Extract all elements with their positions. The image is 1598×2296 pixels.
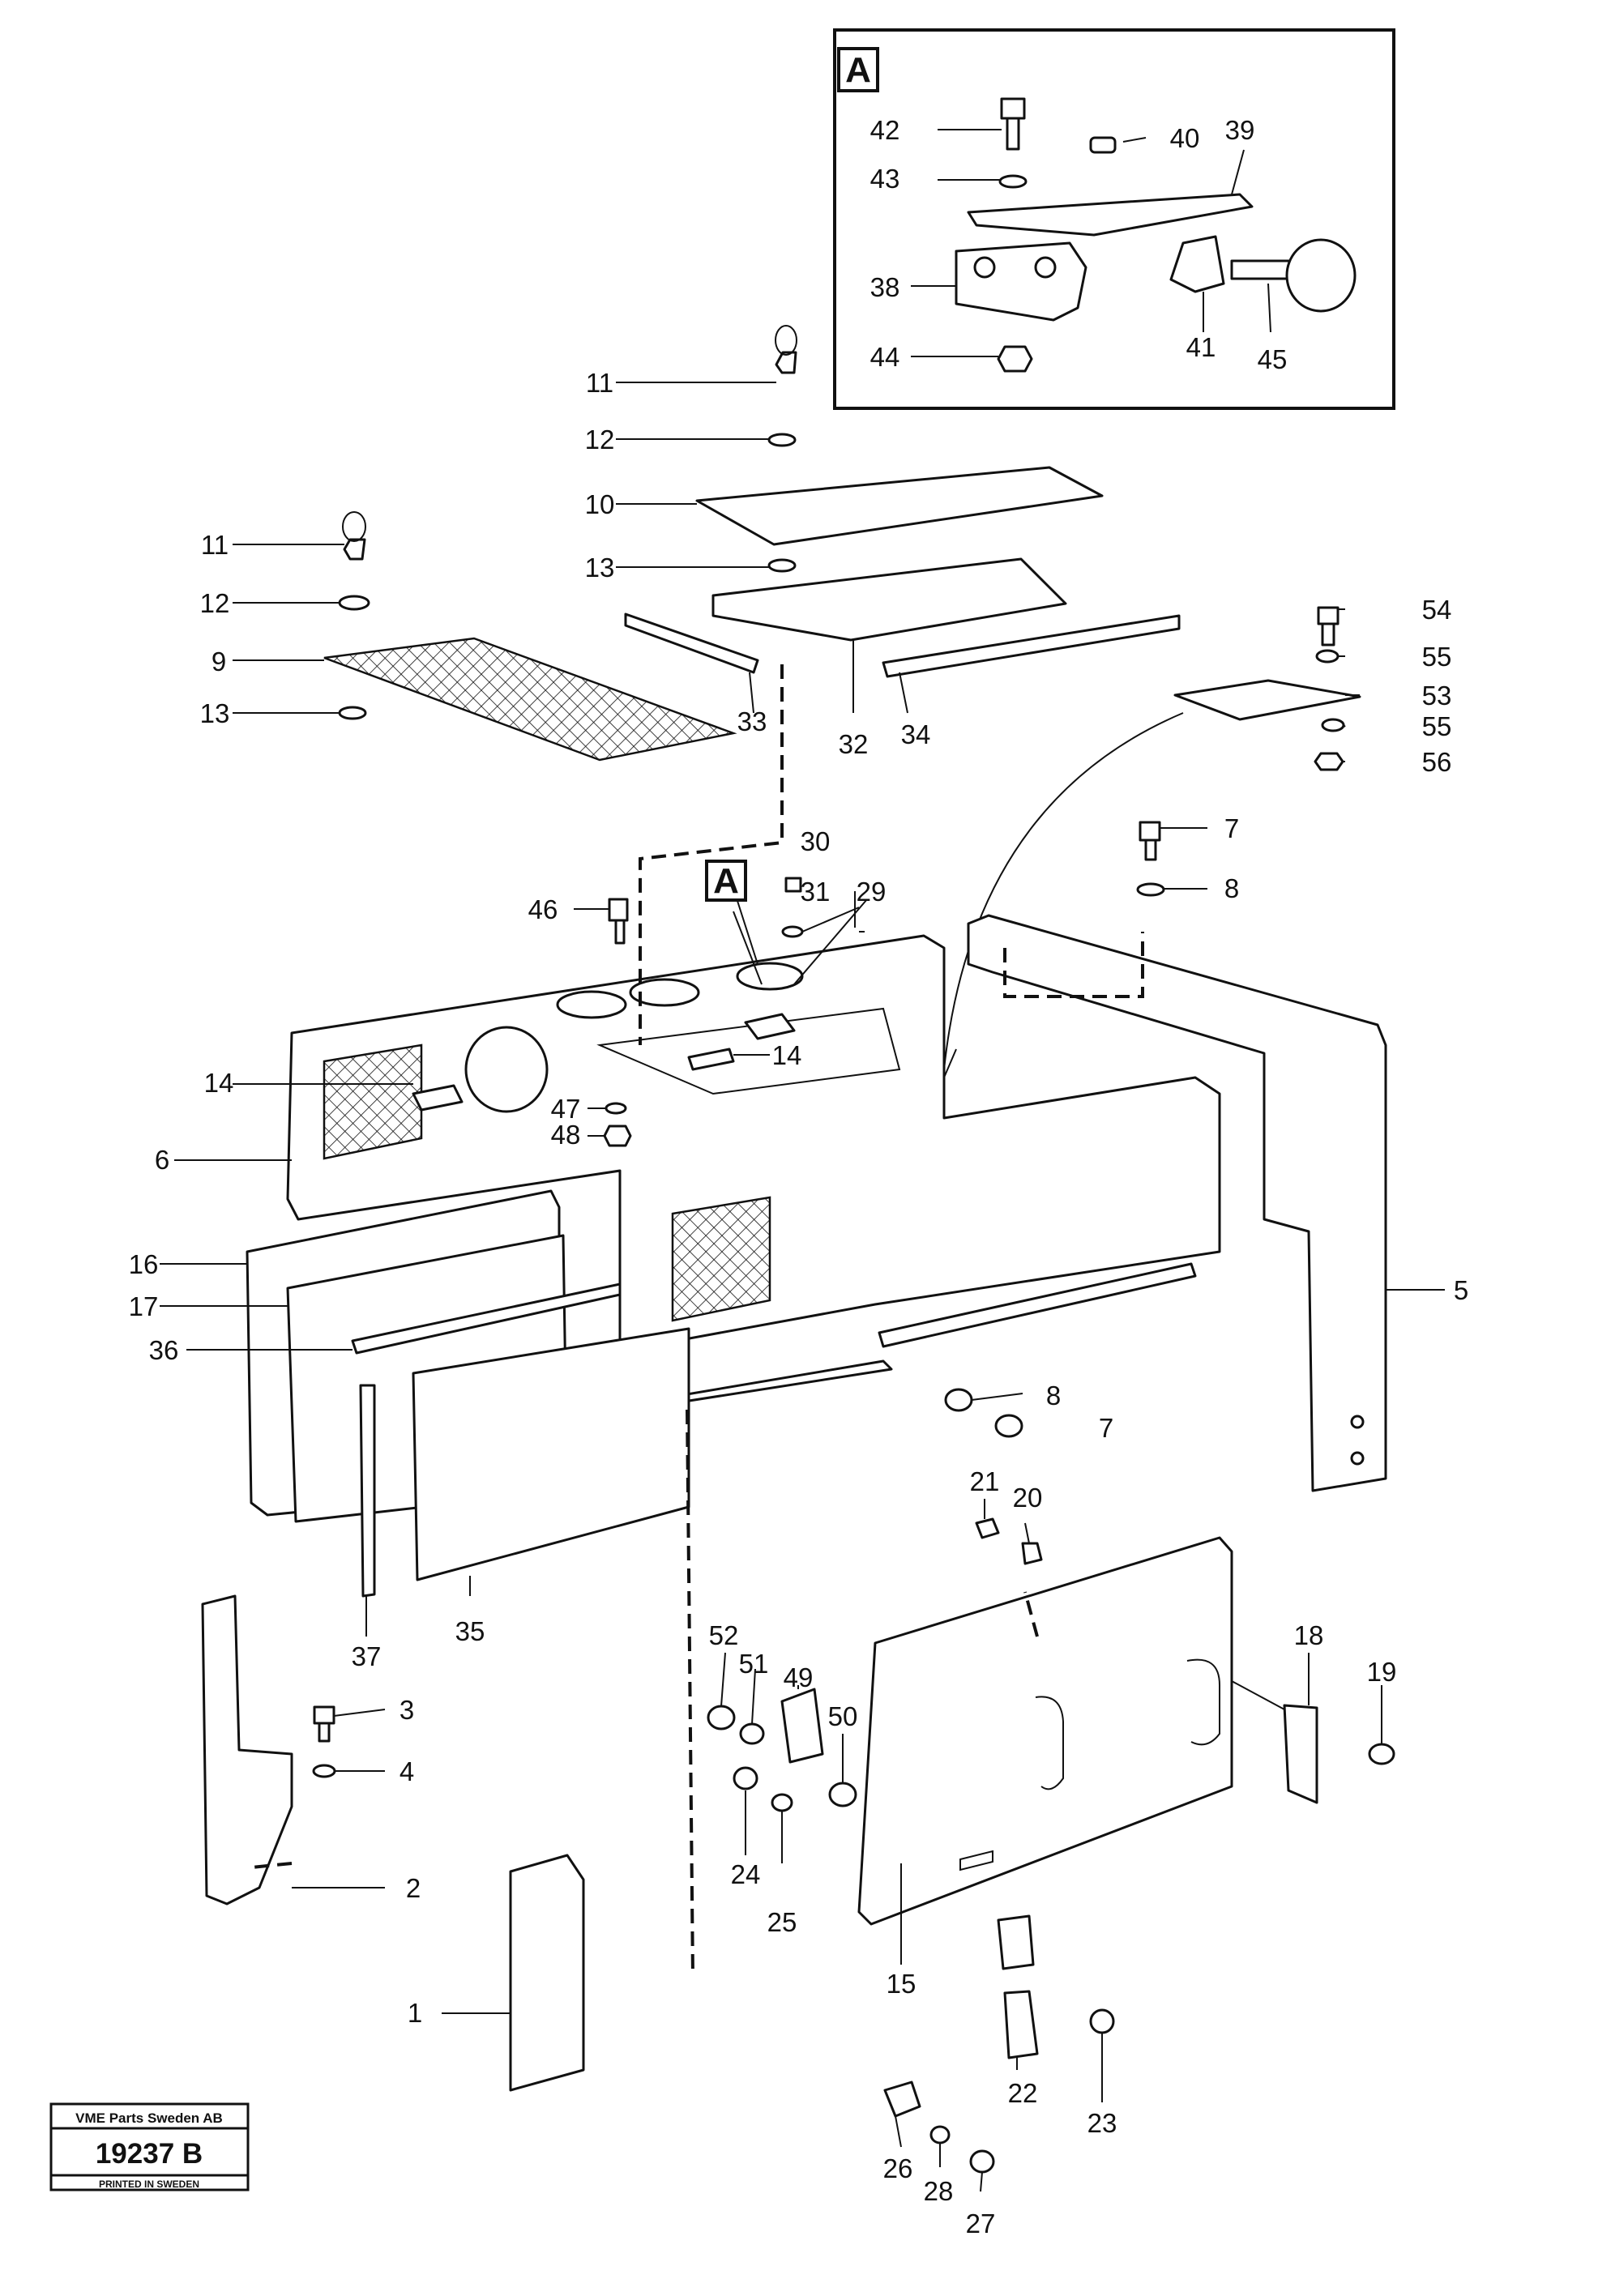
callout-54: 54 — [1422, 595, 1452, 625]
callout-52: 52 — [709, 1620, 739, 1650]
callout-49: 49 — [784, 1662, 814, 1692]
callout-11b: 11 — [201, 530, 229, 560]
detail-view-a: A — [833, 28, 1395, 410]
callout-26: 26 — [883, 2153, 913, 2183]
callout-2: 2 — [406, 1873, 421, 1903]
stamp-company: VME Parts Sweden AB — [75, 2110, 223, 2126]
side-frame — [967, 914, 1387, 1492]
callout-24: 24 — [731, 1859, 761, 1889]
callout-39: 39 — [1225, 115, 1255, 145]
detail-a-reference-label: A — [713, 861, 739, 901]
callout-3: 3 — [400, 1695, 414, 1725]
callout-31: 31 — [801, 877, 831, 907]
support-posts — [201, 1409, 694, 2092]
callout-41: 41 — [1186, 332, 1216, 362]
callout-40: 40 — [1170, 123, 1200, 153]
callout-8b: 8 — [1046, 1381, 1061, 1410]
callout-56: 56 — [1422, 747, 1452, 777]
detail-a-reference: A — [705, 860, 758, 965]
callout-13b: 13 — [200, 698, 230, 728]
callout-43: 43 — [870, 164, 900, 194]
callout-28: 28 — [924, 2176, 954, 2206]
callout-23: 23 — [1087, 2108, 1117, 2138]
callout-30: 30 — [801, 826, 831, 856]
callout-27: 27 — [966, 2209, 996, 2238]
callout-32: 32 — [839, 729, 869, 759]
callout-12a: 12 — [585, 425, 615, 455]
callout-34: 34 — [901, 719, 931, 749]
callout-25: 25 — [767, 1907, 797, 1937]
callout-45: 45 — [1258, 344, 1288, 374]
callout-5: 5 — [1454, 1275, 1468, 1305]
callout-18: 18 — [1294, 1620, 1324, 1650]
callout-4: 4 — [400, 1756, 414, 1786]
drawing-stamp: VME Parts Sweden AB 19237 B PRINTED IN S… — [49, 2102, 250, 2191]
callout-20: 20 — [1013, 1483, 1043, 1513]
callout-44: 44 — [870, 342, 900, 372]
leader-lines — [160, 129, 1445, 2192]
callout-37: 37 — [352, 1641, 382, 1671]
callout-12b: 12 — [200, 588, 230, 618]
callout-55b: 55 — [1422, 711, 1452, 741]
small-hardware — [312, 821, 1395, 2174]
callout-14a: 14 — [772, 1040, 802, 1070]
callout-14b: 14 — [204, 1068, 234, 1098]
callout-42: 42 — [870, 115, 900, 145]
callout-51: 51 — [739, 1649, 769, 1679]
side-panel — [857, 1536, 1233, 1926]
grille-cover-assembly — [323, 511, 737, 762]
callout-8a: 8 — [1224, 873, 1239, 903]
stamp-number: 19237 B — [96, 2138, 203, 2170]
callout-46: 46 — [528, 894, 558, 924]
callout-55a: 55 — [1422, 642, 1452, 672]
callout-7a: 7 — [1224, 813, 1239, 843]
panel-assembly — [246, 1189, 690, 1598]
callout-21: 21 — [970, 1466, 1000, 1496]
callout-53: 53 — [1422, 681, 1452, 711]
callout-16: 16 — [129, 1249, 159, 1279]
detail-a-label: A — [845, 50, 871, 90]
callout-35: 35 — [455, 1616, 485, 1646]
callout-15: 15 — [887, 1969, 916, 1999]
callout-13a: 13 — [585, 553, 615, 583]
callout-numbers: 42 40 39 43 38 41 45 44 11 12 10 13 11 1… — [129, 115, 1469, 2238]
callout-7b: 7 — [1099, 1413, 1113, 1443]
callout-48: 48 — [551, 1120, 581, 1150]
callout-33: 33 — [737, 706, 767, 736]
callout-50: 50 — [828, 1701, 858, 1731]
callout-19: 19 — [1367, 1657, 1397, 1687]
callout-1: 1 — [408, 1998, 422, 2028]
top-cover-assembly — [624, 325, 1181, 678]
callout-36: 36 — [149, 1335, 179, 1365]
callout-17: 17 — [129, 1291, 159, 1321]
callout-6: 6 — [155, 1145, 169, 1175]
callout-38: 38 — [870, 272, 900, 302]
callout-11a: 11 — [586, 368, 613, 398]
callout-10: 10 — [585, 489, 615, 519]
callout-47: 47 — [551, 1094, 581, 1124]
callout-9: 9 — [212, 647, 226, 676]
stamp-printed: PRINTED IN SWEDEN — [99, 2179, 199, 2190]
callout-29: 29 — [857, 877, 887, 907]
callout-22: 22 — [1008, 2078, 1038, 2108]
